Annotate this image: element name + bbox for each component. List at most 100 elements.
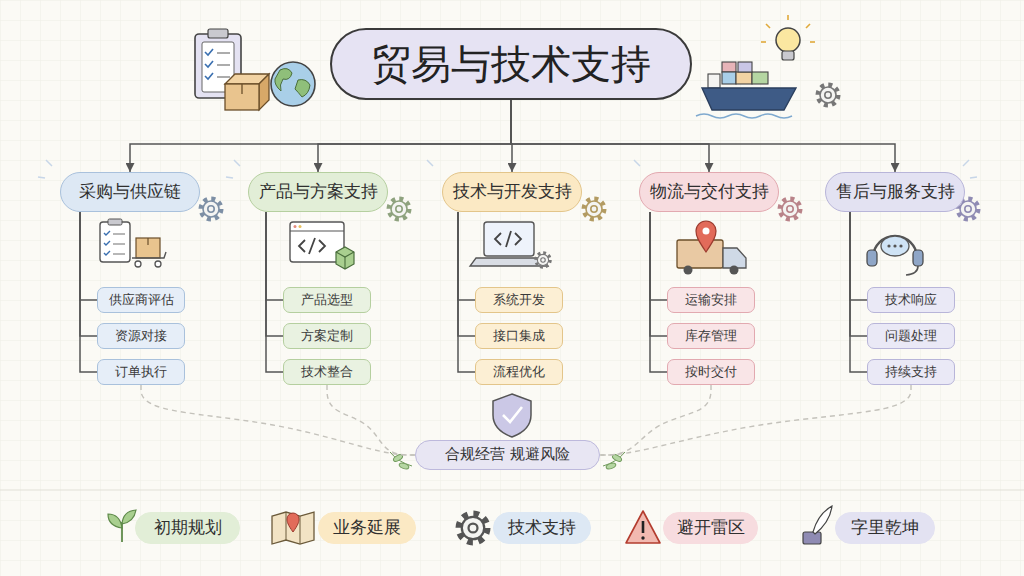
tree-line: [458, 212, 475, 336]
cargo-ship-icon: [696, 62, 796, 118]
lightbulb-icon: [806, 24, 810, 28]
delivery-truck-icon: [696, 221, 716, 252]
tree-line: [850, 212, 867, 336]
sparkle-marks: [963, 160, 969, 166]
cargo-ship-icon: [722, 62, 736, 72]
clipboard-icon: [205, 73, 213, 79]
branch-arrow: [511, 100, 512, 172]
order-clipboard-icon: [132, 252, 166, 258]
item-label: 技术响应: [885, 293, 937, 308]
footer-pill: 避开雷区: [663, 512, 758, 544]
warning-icon: [641, 536, 644, 539]
item-label: 库存管理: [685, 329, 737, 344]
code-window-icon: [344, 257, 345, 269]
quill-icon: [803, 532, 821, 544]
map-icon: [272, 512, 314, 544]
sprout-icon: [108, 514, 122, 528]
order-clipboard-icon: [100, 219, 166, 267]
clipboard-icon: [205, 49, 213, 55]
order-clipboard-icon: [108, 219, 122, 225]
category-box: 售后与服务支持: [825, 172, 965, 212]
item-pill: 按时交付: [667, 359, 755, 385]
dashed-link: [327, 385, 415, 455]
map-icon: [272, 512, 314, 544]
item-pill: 接口集成: [475, 323, 563, 349]
lightbulb-icon: [766, 24, 770, 28]
footer-label: 避开雷区: [677, 518, 745, 538]
delivery-truck-icon: [684, 266, 693, 275]
lightbulb-icon: [782, 51, 794, 60]
item-pill: 方案定制: [283, 323, 371, 349]
item-label: 运输安排: [685, 293, 737, 308]
item-pill: 流程优化: [475, 359, 563, 385]
item-pill: 技术响应: [867, 287, 955, 313]
clipboard-icon: [217, 52, 230, 53]
gear-icon: [201, 199, 221, 219]
cargo-ship-icon: [738, 62, 752, 72]
leaf-sprig: [398, 462, 409, 470]
lightbulb-icon: [787, 15, 789, 20]
order-clipboard-icon: [113, 253, 125, 254]
order-clipboard-icon: [147, 238, 148, 245]
item-label: 方案定制: [301, 329, 353, 344]
footer-pill: 业务延展: [318, 512, 416, 544]
category-label: 物流与交付支持: [650, 182, 769, 202]
footer-pill: 初期规划: [135, 512, 240, 544]
globe-icon: [271, 62, 315, 106]
globe-icon: [271, 62, 315, 106]
item-pill: 订单执行: [97, 359, 185, 385]
shield-icon: [493, 394, 531, 437]
headset-icon: [913, 250, 923, 266]
compliance-pill: 合规经营 规避风险: [415, 440, 600, 470]
title-box: 贸易与技术支持: [330, 28, 692, 100]
laptop-code-icon: [536, 253, 550, 267]
item-pill: 持续支持: [867, 359, 955, 385]
sparkle-marks: [634, 160, 640, 166]
laptop-code-icon: [495, 233, 501, 245]
quill-icon: [803, 506, 832, 544]
sprout-icon: [122, 510, 136, 524]
order-clipboard-icon: [100, 222, 130, 262]
footer-divider: [0, 489, 1024, 490]
laptop-code-icon: [484, 222, 534, 256]
headset-icon: [873, 236, 917, 258]
delivery-truck-icon: [730, 266, 739, 275]
category-box: 物流与交付支持: [639, 172, 779, 212]
globe-icon: [295, 80, 310, 97]
tree-line: [266, 212, 283, 336]
headset-icon: [867, 236, 923, 275]
item-pill: 系统开发: [475, 287, 563, 313]
footer-label: 业务延展: [333, 518, 401, 538]
order-clipboard-icon: [135, 261, 141, 267]
code-window-icon: [299, 240, 305, 252]
shield-icon: [503, 407, 522, 422]
item-label: 订单执行: [115, 365, 167, 380]
category-label: 采购与供应链: [79, 182, 181, 202]
parcel-box-icon: [259, 74, 269, 110]
sparkle-marks: [226, 177, 233, 178]
tree-line: [650, 212, 667, 372]
item-label: 持续支持: [885, 365, 937, 380]
item-label: 产品选型: [301, 293, 353, 308]
parcel-box-icon: [225, 84, 259, 110]
tree-line: [80, 212, 97, 336]
sparkle-marks: [427, 160, 433, 166]
item-label: 系统开发: [493, 293, 545, 308]
gear-icon: [389, 199, 409, 219]
leaf-sprig: [611, 453, 622, 462]
cargo-ship-icon: [708, 74, 720, 88]
order-clipboard-icon: [104, 251, 110, 255]
tree-line: [850, 212, 867, 300]
item-label: 资源对接: [115, 329, 167, 344]
category-label: 技术与开发支持: [453, 182, 572, 202]
sparkle-marks: [970, 177, 977, 178]
sparkle-marks: [38, 177, 45, 178]
clipboard-icon: [217, 64, 230, 65]
footer-label: 字里乾坤: [851, 518, 919, 538]
lightbulb-icon: [761, 15, 815, 60]
compliance-label: 合规经营 规避风险: [445, 446, 570, 463]
item-label: 供应商评估: [109, 293, 174, 308]
headset-icon: [867, 250, 877, 266]
tree-line: [458, 212, 475, 300]
